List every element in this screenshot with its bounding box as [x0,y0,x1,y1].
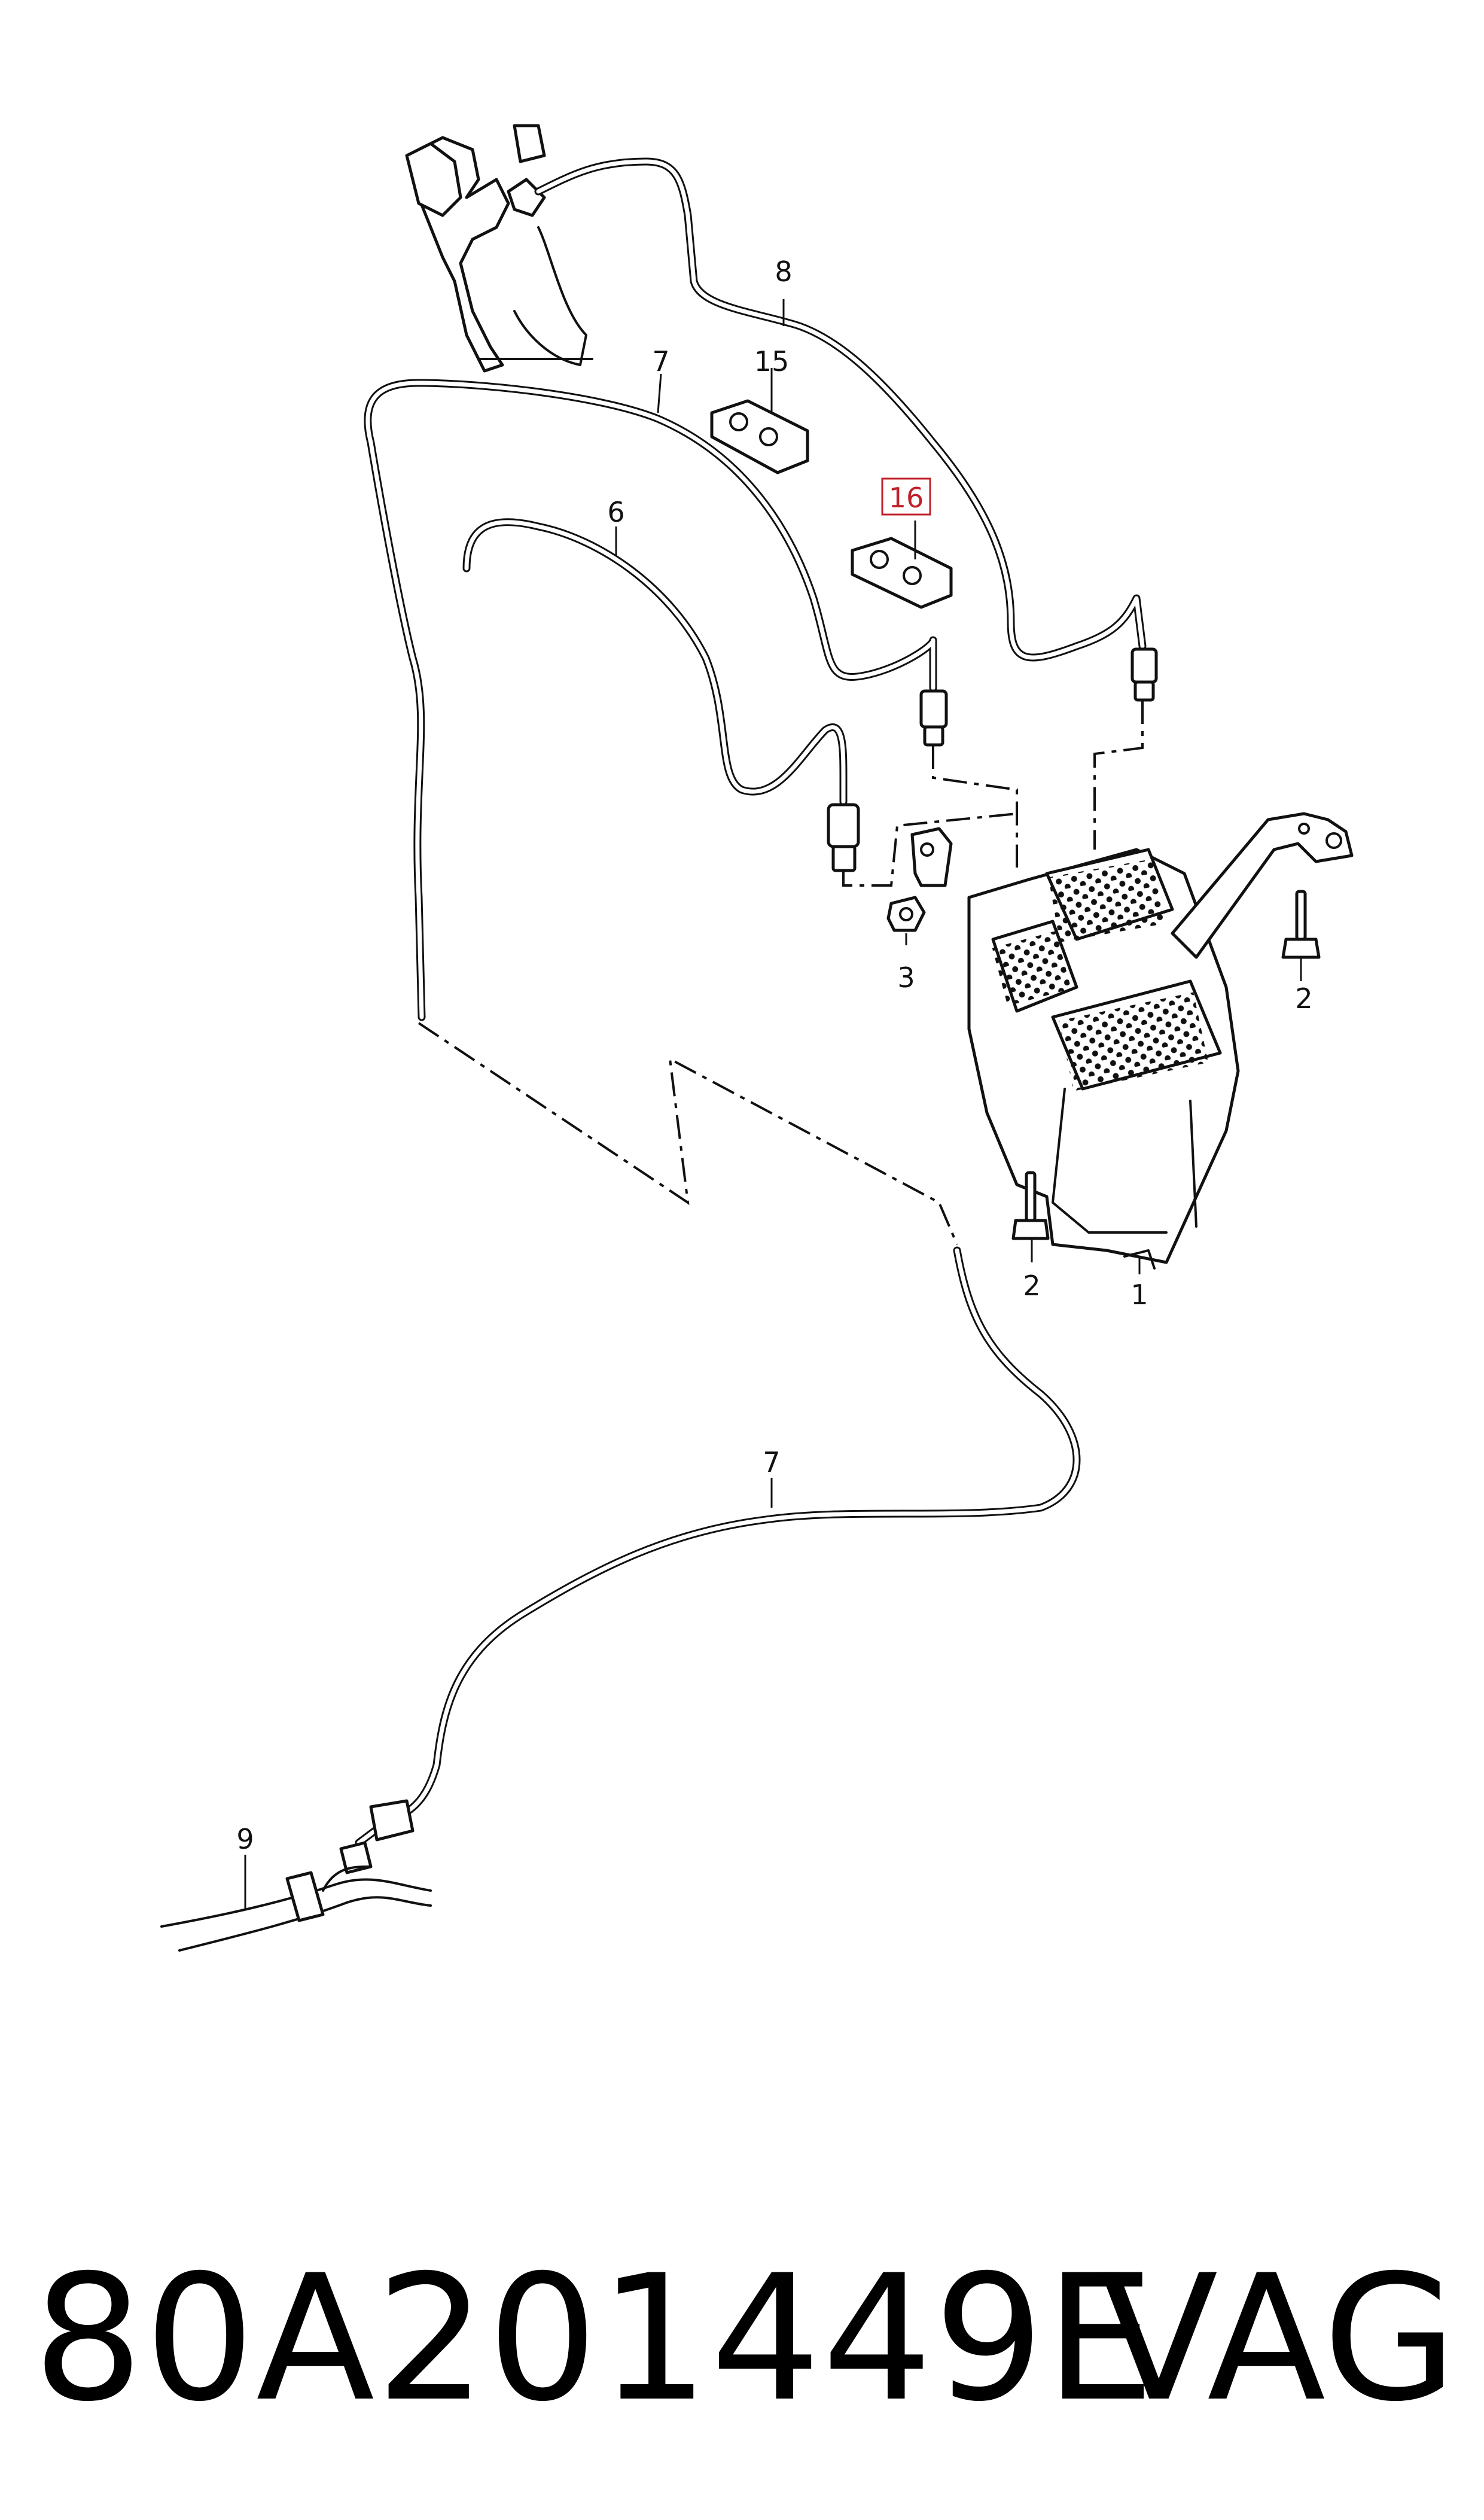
callout-3: 3 [897,961,915,994]
clip-15 [710,399,809,474]
pipe-7-lower [339,1246,1081,1874]
callout-8: 8 [775,255,792,288]
callout-leaders [244,299,1302,1909]
callout-2-lower: 2 [1023,1270,1040,1302]
callout-9: 9 [236,1823,254,1855]
nut-3 [886,896,926,932]
assembly-lines [418,700,1144,1245]
intake-assembly [405,124,593,373]
footer: 80A201449E VAG [0,2214,1484,2465]
callout-6: 6 [607,496,624,528]
parts-diagram: 8 7 15 16 6 3 2 2 1 7 9 [160,124,1354,1952]
mounting-bracket [1171,812,1354,959]
callout-16-box [881,477,931,516]
callout-16[interactable]: 16 [889,482,924,514]
callout-7-lower: 7 [763,1446,780,1478]
connector-8 [1130,647,1158,684]
callout-15: 15 [754,345,790,378]
callout-2-right: 2 [1295,982,1312,1015]
bolt-2-lower [1011,1171,1050,1240]
connector-6 [827,803,860,848]
callout-1: 1 [1130,1279,1148,1311]
callout-7-upper: 7 [652,345,669,378]
pipe-6 [462,518,860,872]
filler-neck-9 [160,1865,432,1952]
bolt-2-right [1281,890,1321,959]
callout-labels: 8 7 15 16 6 3 2 2 1 7 9 [236,255,1312,1855]
pipe-8 [534,157,1158,702]
connector-7-top [919,689,948,729]
brand-label: VAG [1099,2238,1457,2440]
charcoal-canister [967,848,1240,1270]
pipe-7-upper [364,379,948,1021]
left-bracket [910,827,953,887]
part-number: 80A201449E [33,2238,1156,2440]
clip-16 [851,537,953,609]
